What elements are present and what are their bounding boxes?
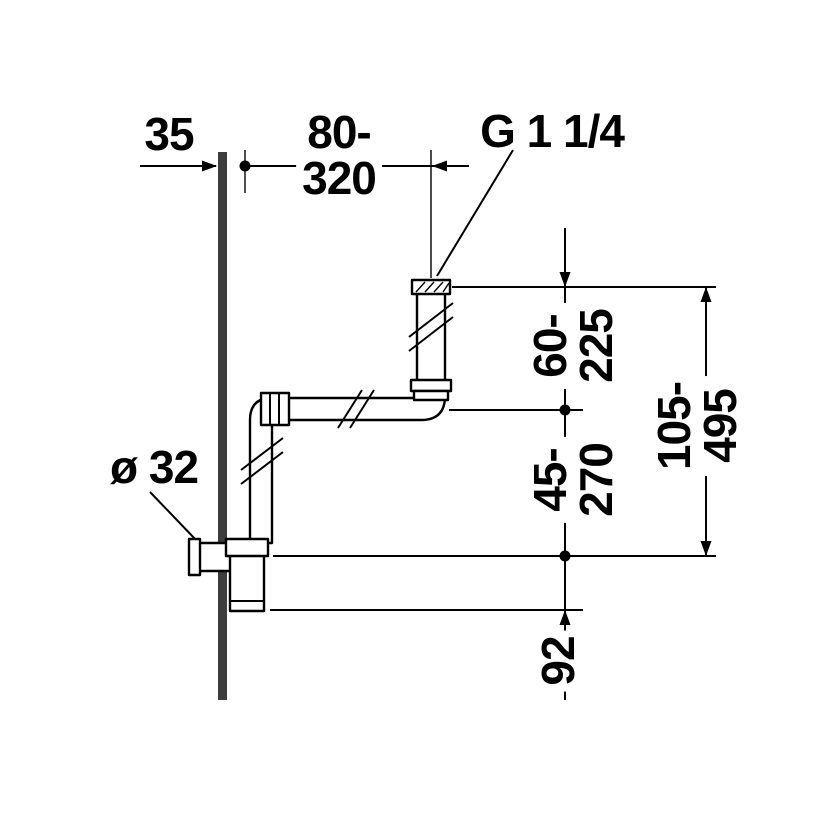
dim-label-lower-range: 45- 270	[524, 437, 622, 523]
dim-35-arrow	[202, 160, 217, 172]
dim-label-trap-depth: 92	[532, 630, 584, 692]
outlet-leader-line	[149, 491, 198, 542]
chain-arrow-bottom	[559, 610, 571, 625]
break-mark	[240, 451, 284, 485]
break-mark	[349, 389, 375, 429]
chain-arrow-top	[559, 272, 571, 287]
wall-line	[218, 152, 227, 700]
break-mark	[408, 302, 454, 338]
union-nut-lower	[412, 389, 450, 402]
leader-lines	[149, 149, 514, 542]
reference-lines	[270, 286, 716, 611]
label-outlet-diameter: ø 32	[109, 441, 199, 493]
break-marks	[240, 302, 454, 485]
inlet-flange-hatch	[415, 281, 450, 293]
dimension-wall-offset	[140, 160, 217, 172]
dim-label-total-range: 105- 495	[648, 375, 746, 477]
break-mark	[240, 437, 284, 471]
trap-union-ring	[224, 537, 270, 558]
chain-dot-pipe-axis	[559, 404, 571, 416]
union-nut-upper	[409, 378, 453, 393]
chain-dot-outlet-axis	[559, 550, 571, 562]
label-inlet-thread: G 1 1/4	[480, 105, 625, 157]
dim-label-horizontal-range: 80- 320	[296, 109, 382, 201]
total-arrow-bottom	[700, 541, 712, 556]
dim-label-upper-range: 60- 225	[524, 303, 622, 389]
break-mark	[408, 316, 454, 352]
total-arrow-top	[700, 287, 712, 302]
thread-leader-line	[436, 149, 514, 277]
dim-label-wall-offset: 35	[144, 108, 194, 160]
outlet-end-cap	[187, 537, 202, 577]
inlet-flange	[410, 278, 452, 296]
compression-nut	[259, 391, 291, 427]
pipe-assembly	[187, 278, 454, 613]
break-mark	[337, 389, 363, 429]
dim-80-320-arrow	[432, 160, 447, 172]
